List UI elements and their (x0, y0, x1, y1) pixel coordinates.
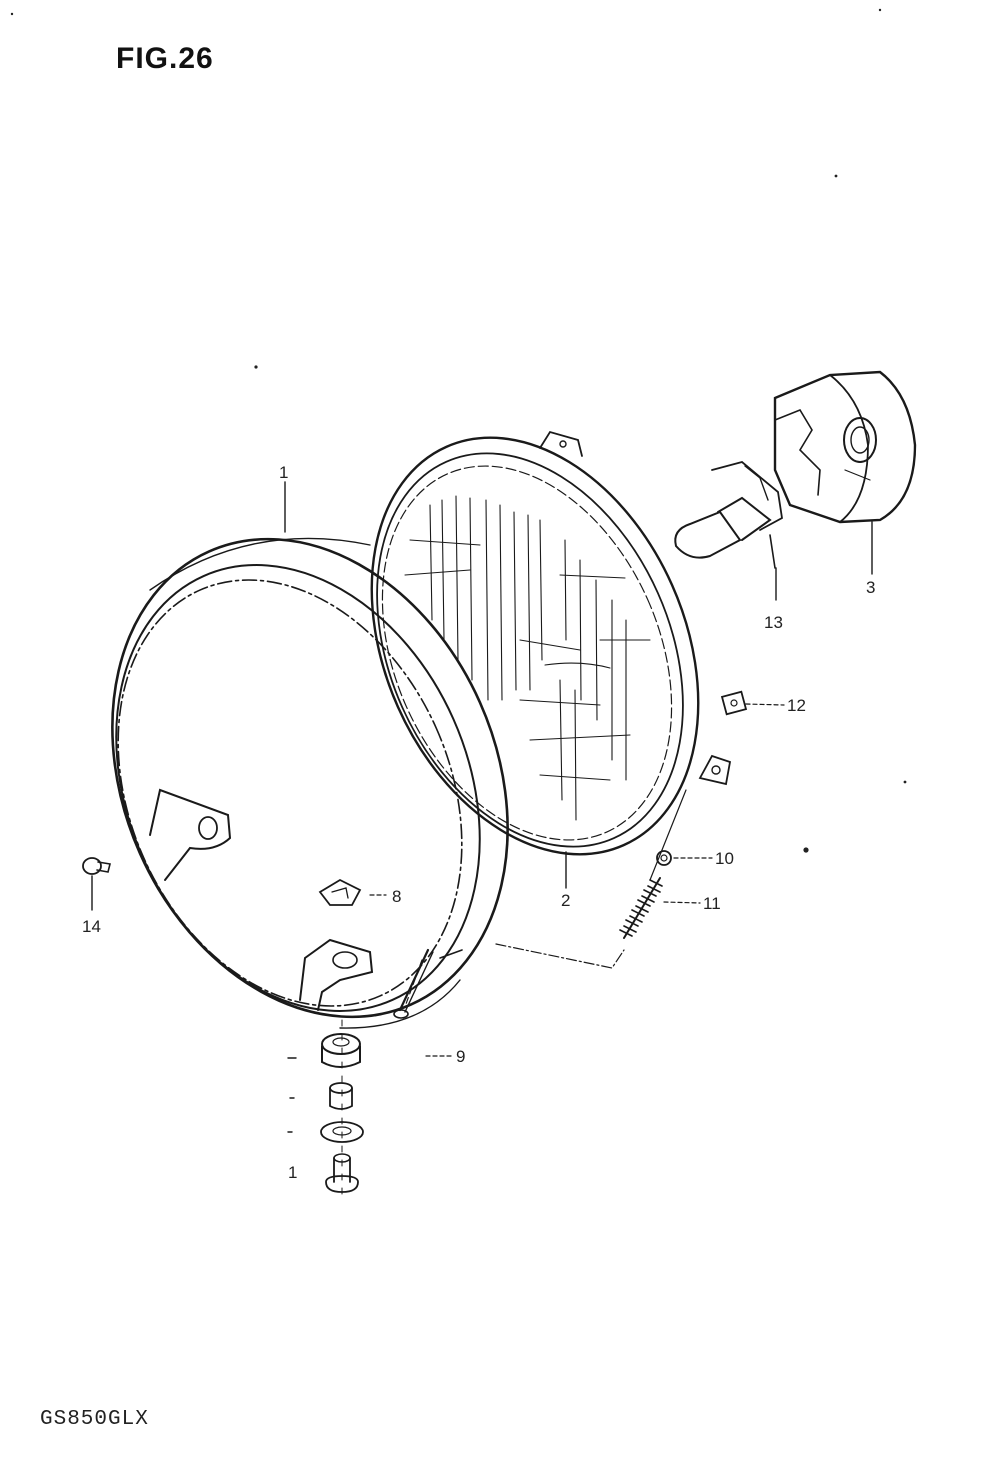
callout-labels: 1 1 2 3 8 9 10 11 12 13 14 (82, 463, 875, 1182)
callout-12: 12 (787, 696, 806, 715)
scan-specks (10, 8, 907, 853)
callout-8: 8 (392, 887, 401, 906)
callout-1: 1 (279, 463, 288, 482)
adjusting-screw-9 (393, 948, 434, 1019)
callout-13: 13 (764, 613, 783, 632)
leader-lines (91, 481, 873, 1057)
headlamp-lens-unit (370, 430, 732, 856)
callout-11: 11 (703, 894, 721, 913)
mounting-hardware-stack (287, 1019, 364, 1201)
headlamp-rim (111, 537, 509, 1029)
screw-14 (82, 857, 111, 875)
callout-2: 2 (561, 891, 570, 910)
clip-8 (318, 878, 362, 906)
headlamp-socket-cover (773, 370, 917, 524)
callout-3: 3 (866, 578, 875, 597)
figure-title: FIG.26 (116, 42, 214, 75)
callout-14: 14 (82, 917, 101, 936)
callout-1-bolt: 1 (288, 1163, 297, 1182)
callout-9: 9 (456, 1047, 465, 1066)
adjusting-spring-11 (619, 877, 663, 939)
headlamp-bulb (674, 461, 783, 569)
callout-10: 10 (715, 849, 734, 868)
model-code: GS850GLX (40, 1408, 149, 1431)
tab-nut-12 (720, 690, 748, 716)
nut-10 (656, 850, 672, 866)
